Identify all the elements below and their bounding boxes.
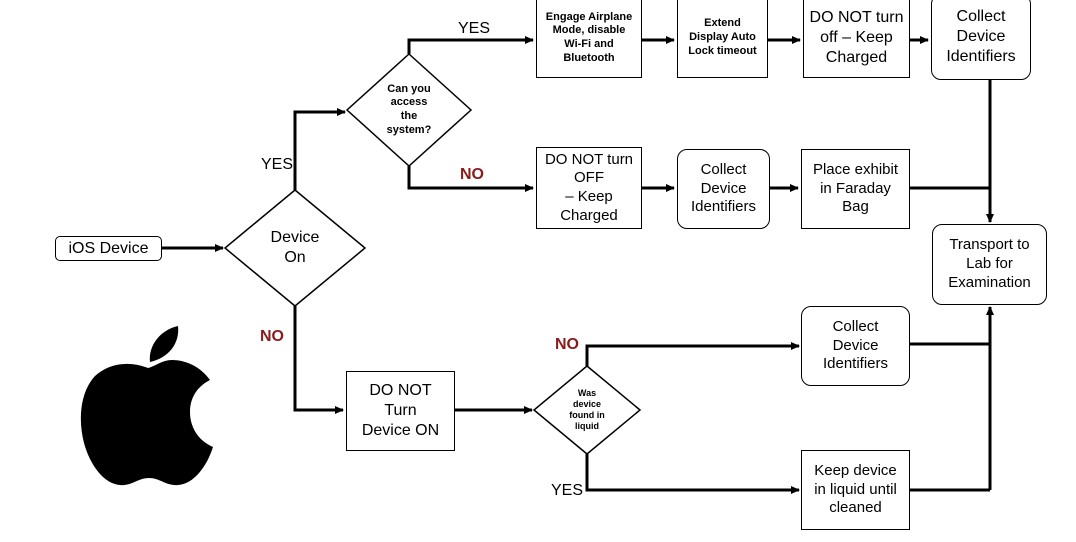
step-keep-in-liquid: Keep device in liquid until cleaned xyxy=(801,450,910,530)
label-access-yes: YES xyxy=(458,20,491,37)
arrow-access-yes xyxy=(407,36,534,54)
label-liquid-no: NO xyxy=(555,336,579,353)
step-collect-ids-bottom: Collect Device Identifiers xyxy=(801,306,910,386)
arrow-liquid-yes xyxy=(585,454,800,494)
step-dont-turn-off-mid: DO NOT turn OFF – Keep Charged xyxy=(536,147,642,229)
label-device-on-yes: YES xyxy=(261,156,294,173)
arrow-access-no xyxy=(407,166,534,192)
step-airplane-mode: Engage Airplane Mode, disable Wi-Fi and … xyxy=(536,0,642,78)
step-transport: Transport to Lab for Examination xyxy=(932,224,1047,305)
decision-liquid: Was device found in liquid xyxy=(569,387,605,432)
decision-device-on: Device On xyxy=(270,229,320,266)
label-access-no: NO xyxy=(460,166,484,183)
arrow-device-on-no xyxy=(293,306,344,414)
step-dont-turn-on: DO NOT Turn Device ON xyxy=(346,371,455,451)
decision-access-system: Can you access the system? xyxy=(386,82,432,136)
step-faraday-bag: Place exhibit in Faraday Bag xyxy=(801,149,910,229)
apple-logo-icon xyxy=(80,326,213,486)
step-collect-ids-mid: Collect Device Identifiers xyxy=(677,149,770,229)
label-device-on-no: NO xyxy=(260,328,284,345)
label-liquid-yes: YES xyxy=(551,482,584,499)
start-ios-device: iOS Device xyxy=(55,236,162,261)
step-collect-ids-top: Collect Device Identifiers xyxy=(931,0,1031,80)
step-dont-turn-off-top: DO NOT turn off – Keep Charged xyxy=(803,0,910,78)
step-extend-lock: Extend Display Auto Lock timeout xyxy=(677,0,768,78)
arrow-device-on-yes xyxy=(293,108,346,190)
arrow-liquid-no xyxy=(585,342,800,366)
